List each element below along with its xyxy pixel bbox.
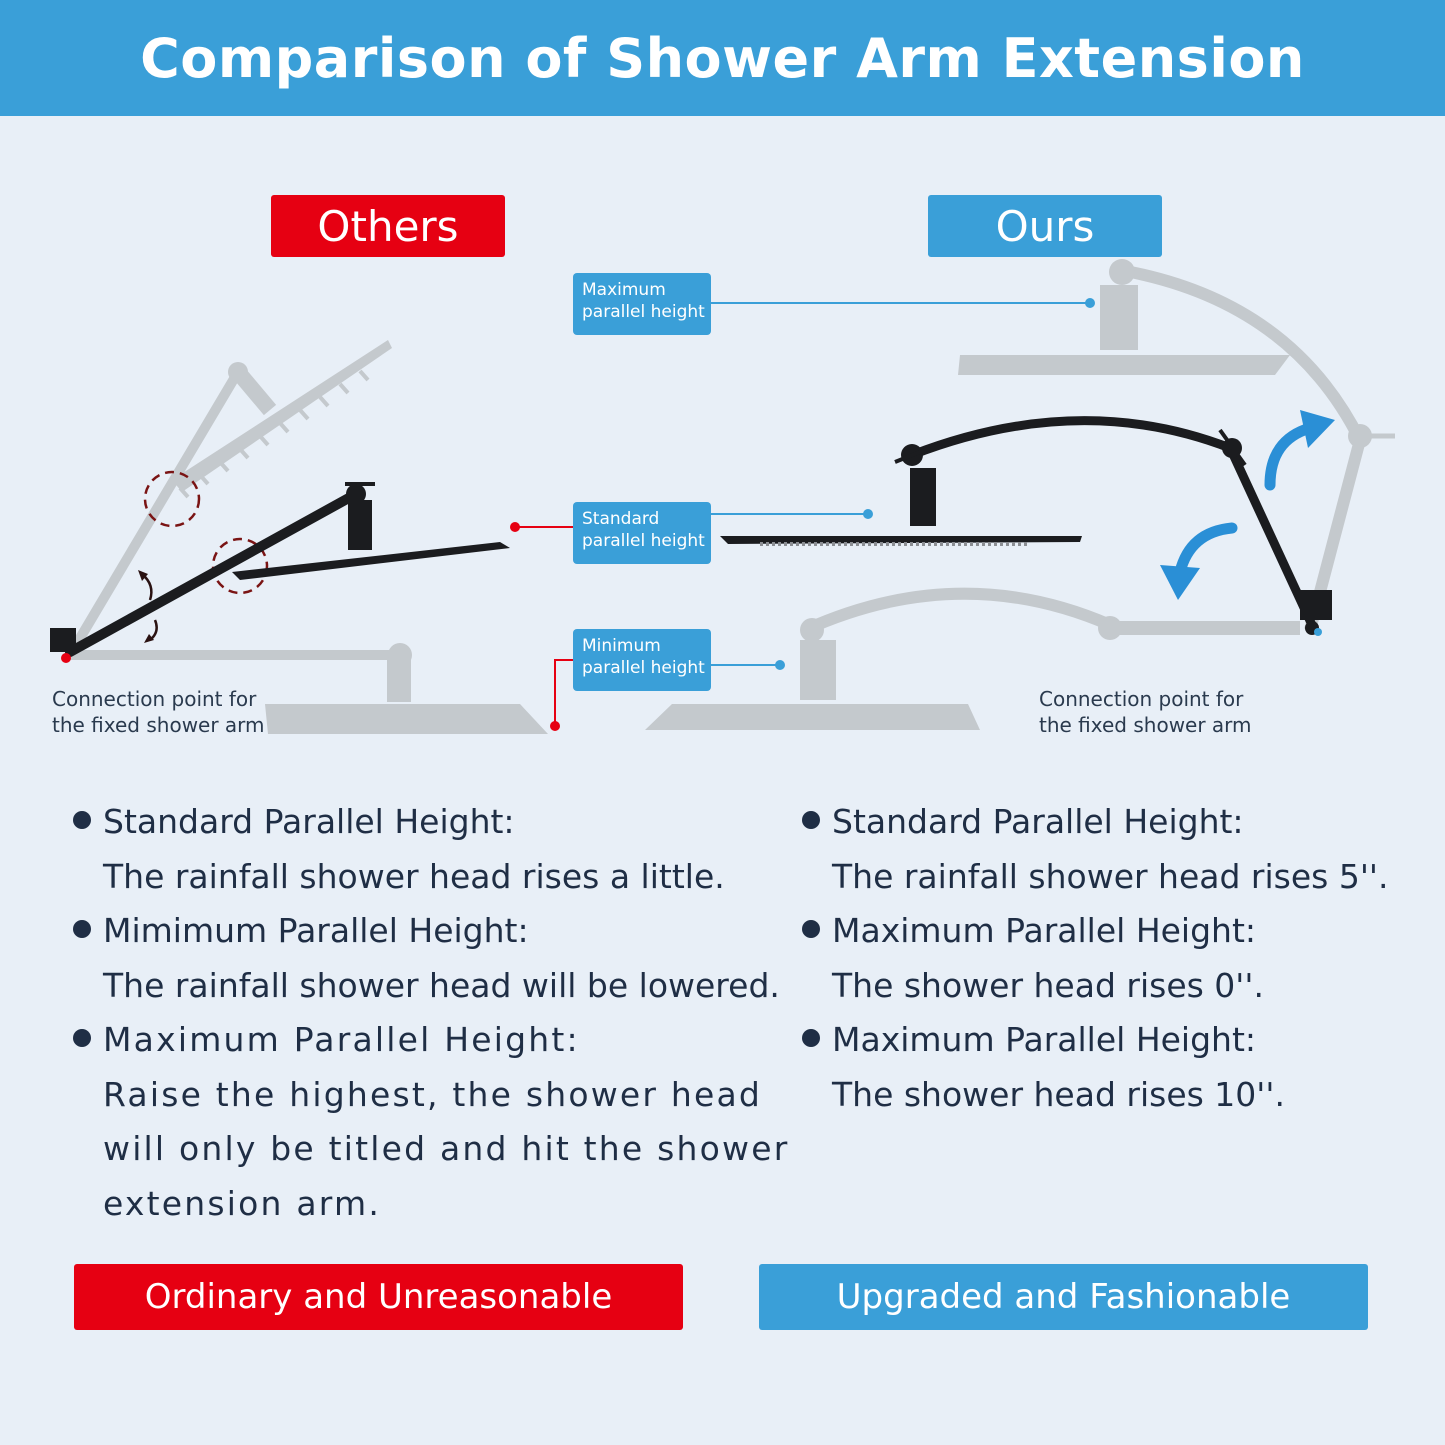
shower-arm-illustration <box>50 259 1395 734</box>
minimum-height-label: Minimum parallel height <box>573 629 711 691</box>
page-title: Comparison of Shower Arm Extension <box>140 26 1305 90</box>
maximum-height-label: Maximum parallel height <box>573 273 711 335</box>
ours-ghost-min-arm <box>645 587 1300 730</box>
others-ghost-lowered-arm <box>70 643 548 734</box>
bullet-icon <box>73 811 91 829</box>
bullet-icon <box>73 920 91 938</box>
ours-lower-arrow <box>1174 522 1238 578</box>
others-ghost-raised-arm <box>65 340 392 660</box>
list-item: Standard Parallel Height: The rainfall s… <box>802 795 1422 904</box>
ours-black-arm <box>720 416 1332 636</box>
list-item: Standard Parallel Height: The rainfall s… <box>73 795 793 904</box>
ours-tag: Ours <box>928 195 1162 257</box>
ordinary-badge: Ordinary and Unreasonable <box>74 1264 683 1330</box>
bullet-icon <box>802 920 820 938</box>
list-item: Maximum Parallel Height: The shower head… <box>802 904 1422 1013</box>
others-connection-label: Connection point for the fixed shower ar… <box>52 687 265 737</box>
others-tag: Others <box>271 195 505 257</box>
upgraded-badge: Upgraded and Fashionable <box>759 1264 1368 1330</box>
ours-feature-list: Standard Parallel Height: The rainfall s… <box>802 795 1422 1122</box>
others-pivot-highlight-upper <box>143 470 201 528</box>
bullet-icon <box>802 811 820 829</box>
ours-connection-label: Connection point for the fixed shower ar… <box>1039 687 1252 737</box>
header-banner: Comparison of Shower Arm Extension <box>0 0 1445 116</box>
ours-raise-arrow <box>1264 422 1316 491</box>
bullet-icon <box>73 1029 91 1047</box>
others-pivot-highlight-lower <box>211 537 269 595</box>
bullet-icon <box>802 1029 820 1047</box>
standard-height-label: Standard parallel height <box>573 502 711 564</box>
others-black-arm <box>50 482 510 663</box>
list-item: Maximum Parallel Height: Raise the highe… <box>73 1013 793 1231</box>
list-item: Mimimum Parallel Height: The rainfall sh… <box>73 904 793 1013</box>
others-feature-list: Standard Parallel Height: The rainfall s… <box>73 795 793 1231</box>
list-item: Maximum Parallel Height: The shower head… <box>802 1013 1422 1122</box>
